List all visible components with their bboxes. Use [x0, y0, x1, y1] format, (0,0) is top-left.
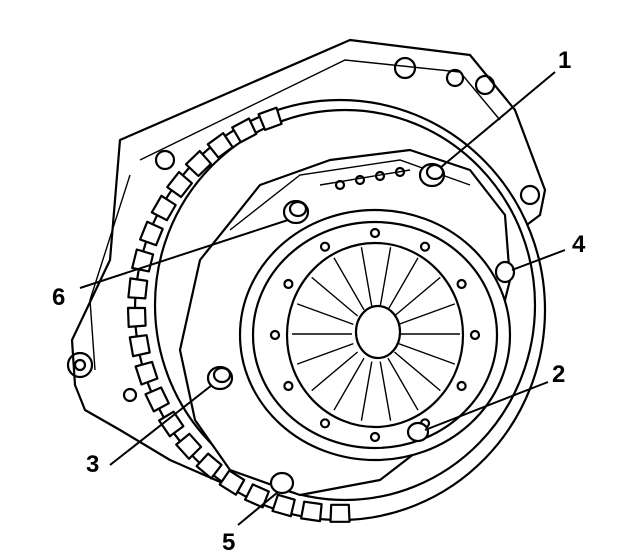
gear-tooth: [184, 149, 213, 178]
leader-2: [424, 381, 549, 431]
spring-finger: [393, 351, 441, 392]
rivet: [283, 380, 294, 392]
spring-finger: [393, 276, 441, 317]
gear-tooth: [206, 132, 234, 159]
rivet: [456, 278, 467, 290]
rivet: [419, 241, 431, 252]
callout-labels: 1 2 3 4 5 6: [52, 47, 586, 556]
spring-finger: [333, 357, 365, 411]
callout-3: 3: [86, 451, 99, 478]
gear-tooth: [175, 432, 203, 460]
bolt-6: [282, 199, 310, 225]
gear-tooth: [218, 469, 246, 496]
leader-lines: [79, 71, 566, 526]
gear-tooth: [158, 410, 185, 438]
callout-4: 4: [572, 231, 586, 258]
cover-rivets: [269, 227, 481, 443]
gear-tooth: [329, 503, 351, 523]
callout-6: 6: [52, 284, 65, 311]
pressure-plate-cover: [178, 148, 512, 497]
rivet: [469, 329, 481, 341]
bolt-1: [418, 162, 446, 188]
gear-tooth: [150, 194, 177, 222]
housing-boss: [519, 184, 541, 206]
gear-tooth: [144, 386, 170, 413]
rivet: [283, 278, 294, 290]
rivet: [369, 431, 381, 443]
leader-6: [79, 219, 289, 289]
gear-tooth: [231, 117, 258, 144]
gear-tooth: [139, 220, 164, 247]
center-hub: [354, 304, 402, 360]
spring-finger: [311, 276, 359, 317]
bolt-4: [494, 260, 516, 284]
diaphragm-spring-fingers: [292, 247, 460, 421]
spring-finger: [296, 303, 354, 326]
housing-boss: [154, 149, 176, 171]
callout-1: 1: [558, 47, 571, 74]
spring-finger: [398, 342, 456, 365]
leader-4: [511, 249, 566, 271]
callout-2: 2: [552, 361, 565, 388]
gear-tooth: [127, 277, 149, 300]
leader-5: [237, 491, 279, 526]
rivet: [369, 227, 381, 239]
gear-tooth: [195, 452, 223, 480]
housing-boss: [474, 74, 496, 96]
rivet: [319, 241, 331, 252]
gear-tooth: [134, 360, 159, 386]
ring-gear-teeth: [126, 106, 351, 523]
spring-finger: [311, 351, 359, 392]
spring-finger: [360, 361, 373, 421]
spring-finger: [360, 247, 373, 307]
bolt-2: [406, 421, 430, 443]
gear-tooth: [300, 500, 323, 523]
housing-boss: [393, 56, 417, 80]
spring-finger: [379, 247, 392, 307]
spring-finger: [387, 357, 419, 411]
gear-tooth: [257, 106, 283, 131]
housing-boss: [445, 68, 465, 88]
rivet: [269, 329, 281, 341]
gear-tooth: [126, 306, 147, 328]
callout-5: 5: [222, 529, 235, 556]
housing-boss: [66, 351, 94, 379]
bolt-5: [269, 471, 295, 495]
gear-tooth: [128, 334, 151, 358]
spring-finger: [387, 257, 419, 311]
gear-tooth: [271, 493, 296, 518]
rivet: [319, 418, 331, 429]
spring-finger: [333, 257, 365, 311]
spring-finger: [398, 303, 456, 326]
rivet: [456, 380, 467, 392]
leader-3: [109, 384, 213, 466]
gear-tooth: [244, 483, 270, 509]
housing-boss: [73, 358, 87, 372]
leader-1: [439, 71, 556, 169]
housing-boss: [122, 387, 138, 403]
spring-finger: [296, 342, 354, 365]
bolt-3: [206, 365, 234, 391]
gear-tooth: [166, 171, 193, 199]
spring-finger: [379, 361, 392, 421]
